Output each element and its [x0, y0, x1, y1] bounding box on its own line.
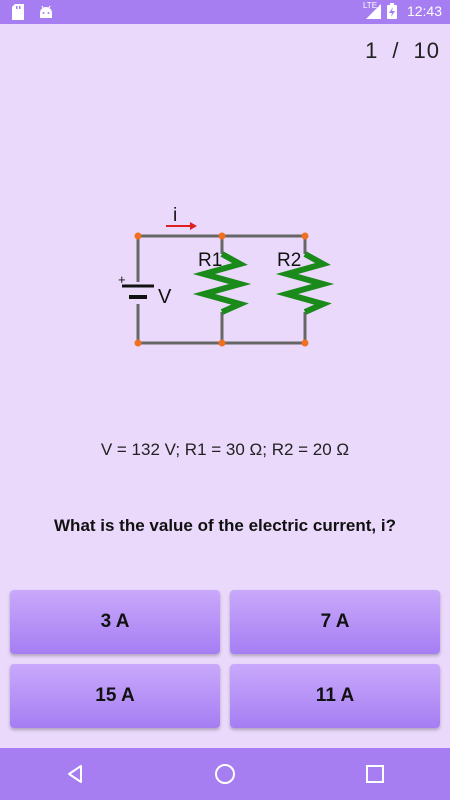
r1-label: R1 — [198, 250, 222, 271]
network-label: LTE — [362, 1, 378, 10]
circuit-nodes — [134, 232, 309, 347]
recents-button[interactable] — [345, 754, 405, 794]
voltage-label: V — [158, 286, 172, 308]
question-text: What is the value of the electric curren… — [54, 516, 396, 535]
battery-symbol — [122, 284, 154, 299]
current-label: i — [173, 205, 177, 226]
answer-button-3[interactable]: 15 A — [10, 664, 220, 728]
home-button[interactable] — [195, 754, 255, 794]
answer-button-1[interactable]: 3 A — [10, 590, 220, 654]
back-button[interactable] — [45, 754, 105, 794]
recents-icon — [366, 765, 384, 783]
home-icon — [215, 764, 235, 784]
navigation-bar — [0, 748, 450, 800]
circuit-diagram: + V R1 R2 i — [118, 205, 335, 347]
question-counter: 1 / 10 — [365, 38, 440, 64]
android-icon — [38, 4, 54, 20]
sd-card-icon — [12, 4, 24, 20]
answer-button-2[interactable]: 7 A — [230, 590, 440, 654]
battery-plus-label: + — [118, 272, 126, 287]
current-question-number: 1 — [365, 38, 379, 63]
current-arrow — [166, 222, 197, 230]
status-bar: LTE 12:43 — [0, 0, 450, 24]
signal-icon: LTE — [362, 1, 381, 19]
r2-label: R2 — [277, 250, 301, 271]
counter-separator: / — [392, 38, 400, 63]
battery-charging-icon — [386, 3, 397, 19]
resistor-r1 — [192, 251, 252, 315]
back-icon — [68, 765, 82, 783]
total-questions: 10 — [413, 38, 440, 63]
quiz-screen: 1 / 10 + V R1 R2 i — [0, 24, 450, 748]
answer-button-4[interactable]: 11 A — [230, 664, 440, 728]
circuit-parameters: V = 132 V; R1 = 30 Ω; R2 = 20 Ω — [100, 440, 350, 459]
status-time: 12:43 — [406, 3, 442, 19]
resistor-r2 — [275, 251, 335, 315]
